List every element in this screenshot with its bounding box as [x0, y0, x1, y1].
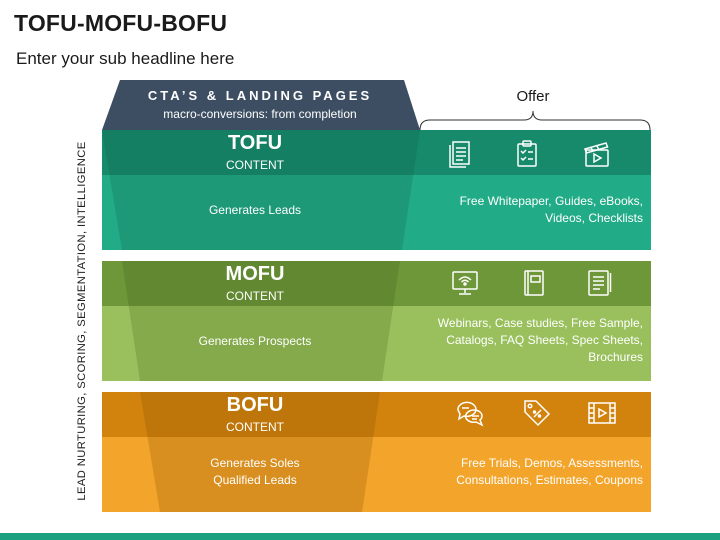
bofu-offer-line: Free Trials, Demos, Assessments, — [460, 456, 643, 470]
monitor-webinar-icon — [452, 271, 478, 295]
tofu-generates: Generates Leads — [208, 203, 302, 217]
bofu-offer-text: Free Trials, Demos, Assessments, Consult… — [383, 455, 643, 489]
tofu-offer-line: Videos, Checklists — [545, 211, 643, 225]
mofu-band — [102, 261, 651, 381]
book-icon — [524, 270, 544, 296]
mofu-offer-line: Brochures — [588, 350, 643, 364]
mofu-offer-line: Webinars, Case studies, Free Sample, — [437, 316, 643, 330]
cta-subtitle: macro-conversions: from completion — [163, 107, 357, 121]
tofu-subtitle: CONTENT — [226, 158, 284, 172]
page-subtitle: Enter your sub headline here — [16, 49, 235, 68]
tofu-band — [102, 130, 651, 250]
offer-label: Offer — [516, 88, 550, 105]
footer-bar — [0, 533, 720, 540]
tofu-offer-text: Free Whitepaper, Guides, eBooks, Videos,… — [383, 193, 643, 227]
bofu-offer-line: Consultations, Estimates, Coupons — [456, 473, 643, 487]
bofu-subtitle: CONTENT — [226, 420, 284, 434]
checklist-icon — [517, 140, 537, 167]
notebook-icon — [588, 270, 612, 296]
document-icon — [449, 141, 470, 168]
bofu-generates-line: Generates Soles — [210, 456, 300, 470]
page-title: TOFU-MOFU-BOFU — [14, 10, 228, 36]
mofu-title: MOFU — [225, 263, 285, 285]
video-film-icon — [588, 402, 616, 424]
bofu-title: BOFU — [226, 394, 284, 416]
mofu-offer-text: Webinars, Case studies, Free Sample, Cat… — [383, 315, 643, 366]
bofu-band — [102, 392, 651, 512]
coupon-tag-icon — [524, 400, 551, 427]
tofu-offer-line: Free Whitepaper, Guides, eBooks, — [459, 194, 643, 208]
cta-title: CTA’S & LANDING PAGES — [147, 88, 373, 103]
mofu-generates: Generates Prospects — [198, 334, 312, 348]
tofu-title: TOFU — [227, 132, 283, 154]
mofu-subtitle: CONTENT — [226, 289, 284, 303]
chat-bubbles-icon — [457, 401, 484, 427]
bofu-generates-line: Qualified Leads — [213, 473, 297, 487]
video-clapper-icon — [584, 142, 609, 167]
mofu-offer-line: Catalogs, FAQ Sheets, Spec Sheets, — [446, 333, 643, 347]
bofu-generates: Generates Soles Qualified Leads — [110, 455, 400, 489]
